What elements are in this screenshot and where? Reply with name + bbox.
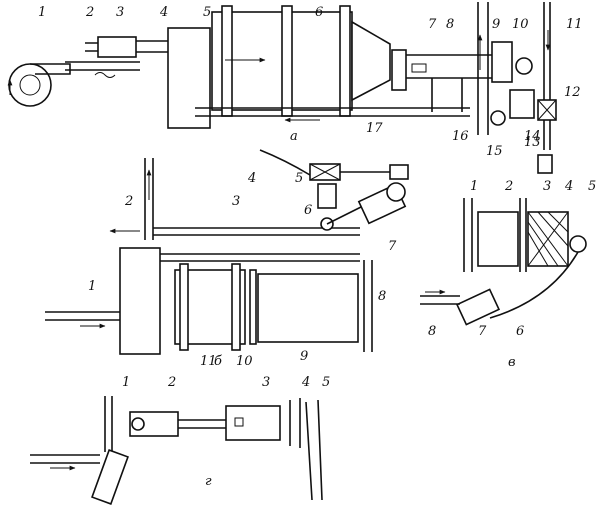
seal-7-a <box>391 49 407 91</box>
callout-a-2: 2 <box>85 5 94 20</box>
column-3-v <box>519 198 527 272</box>
callouts: 1 2 3 4 5 6 7 8 9 10 11 12 13 14 15 16 1… <box>38 5 596 489</box>
motor-10-a <box>491 41 513 83</box>
callout-a-7: 7 <box>428 17 437 32</box>
callout-b-9: 9 <box>300 349 308 364</box>
callout-v-7: 7 <box>478 324 487 339</box>
box-14-a <box>509 89 535 119</box>
callout-b-4: 4 <box>247 171 256 186</box>
inlet-1-b <box>45 311 120 321</box>
drum-11-b <box>174 263 246 351</box>
column-1-g <box>104 396 113 452</box>
callout-v-2: 2 <box>504 179 513 194</box>
ring-10-b <box>249 269 257 345</box>
chamber-b <box>119 247 161 355</box>
callout-a-1: 1 <box>38 5 46 20</box>
callout-v-6: 6 <box>516 324 524 339</box>
panel-label-g: г <box>205 474 212 489</box>
panel-a <box>7 2 557 174</box>
chute-g <box>91 449 129 505</box>
heater-3-a <box>97 36 137 58</box>
roller-15-a <box>490 110 506 126</box>
rope-11-a <box>543 2 551 150</box>
duct-17-a <box>195 107 470 117</box>
drum-6-a <box>211 5 391 117</box>
callout-a-3: 3 <box>116 5 124 20</box>
roller-5-v <box>569 235 587 253</box>
support-16-a <box>431 78 463 112</box>
callout-v-3: 3 <box>543 179 551 194</box>
callout-g-4: 4 <box>301 375 310 390</box>
callout-g-1: 1 <box>122 375 130 390</box>
callout-a-12: 12 <box>564 85 581 100</box>
callout-a-11: 11 <box>566 17 583 32</box>
callout-g-3: 3 <box>262 375 270 390</box>
callout-v-4: 4 <box>564 179 573 194</box>
callout-b-7: 7 <box>388 239 397 254</box>
chamber-5-a <box>167 27 211 129</box>
belt-6-v <box>489 251 579 319</box>
callout-b-11: 11 <box>200 354 217 369</box>
column-5-g <box>305 399 323 501</box>
callout-a-15: 15 <box>486 144 503 159</box>
riser-2-b <box>144 158 154 240</box>
panel-g <box>30 396 323 505</box>
column-1-v <box>463 198 473 272</box>
feed-g <box>30 454 100 464</box>
column-9-a <box>477 2 489 135</box>
feed-4-b <box>259 149 311 176</box>
callout-b-6: 6 <box>304 203 312 218</box>
callout-a-6: 6 <box>315 5 323 20</box>
motor-7-v <box>455 288 501 326</box>
callout-g-5: 5 <box>322 375 330 390</box>
callout-v-8: 8 <box>428 324 436 339</box>
pipe-8-v <box>420 295 460 305</box>
callout-b-10: 10 <box>236 354 253 369</box>
callout-b-8: 8 <box>378 289 386 304</box>
panel-label-v: в <box>508 355 516 370</box>
flange-4-g <box>289 398 301 448</box>
callout-a-8: 8 <box>446 17 454 32</box>
callout-a-5: 5 <box>203 5 211 20</box>
callout-v-1: 1 <box>470 179 478 194</box>
pipe-4-a <box>136 40 172 53</box>
callout-a-9: 9 <box>492 17 500 32</box>
drum-9-b <box>257 273 359 343</box>
weight-13-a <box>537 154 553 174</box>
duct-2-a <box>65 61 140 71</box>
callout-a-14: 14 <box>524 129 541 144</box>
callout-b-1: 1 <box>88 279 96 294</box>
duct-5-b <box>150 253 360 262</box>
drum-3-g <box>225 405 281 441</box>
callout-a-16: 16 <box>452 129 469 144</box>
outlet-8-a <box>406 54 500 79</box>
panel-v <box>420 198 587 326</box>
callout-b-3: 3 <box>232 194 240 209</box>
callout-g-2: 2 <box>167 375 176 390</box>
callout-v-5: 5 <box>588 179 596 194</box>
callout-a-17: 17 <box>366 121 383 136</box>
callout-a-4: 4 <box>159 5 168 20</box>
callout-b-5: 5 <box>295 171 303 186</box>
drum-2-v <box>477 211 519 267</box>
panel-label-a: а <box>290 129 298 144</box>
fan-1-a <box>8 63 71 107</box>
panel-b <box>45 149 409 355</box>
callout-a-10: 10 <box>512 17 529 32</box>
column-8-b <box>363 260 373 352</box>
callout-a-13: 13 <box>524 135 541 150</box>
callout-b-2: 2 <box>124 194 133 209</box>
panel-label-b: б <box>214 354 222 369</box>
